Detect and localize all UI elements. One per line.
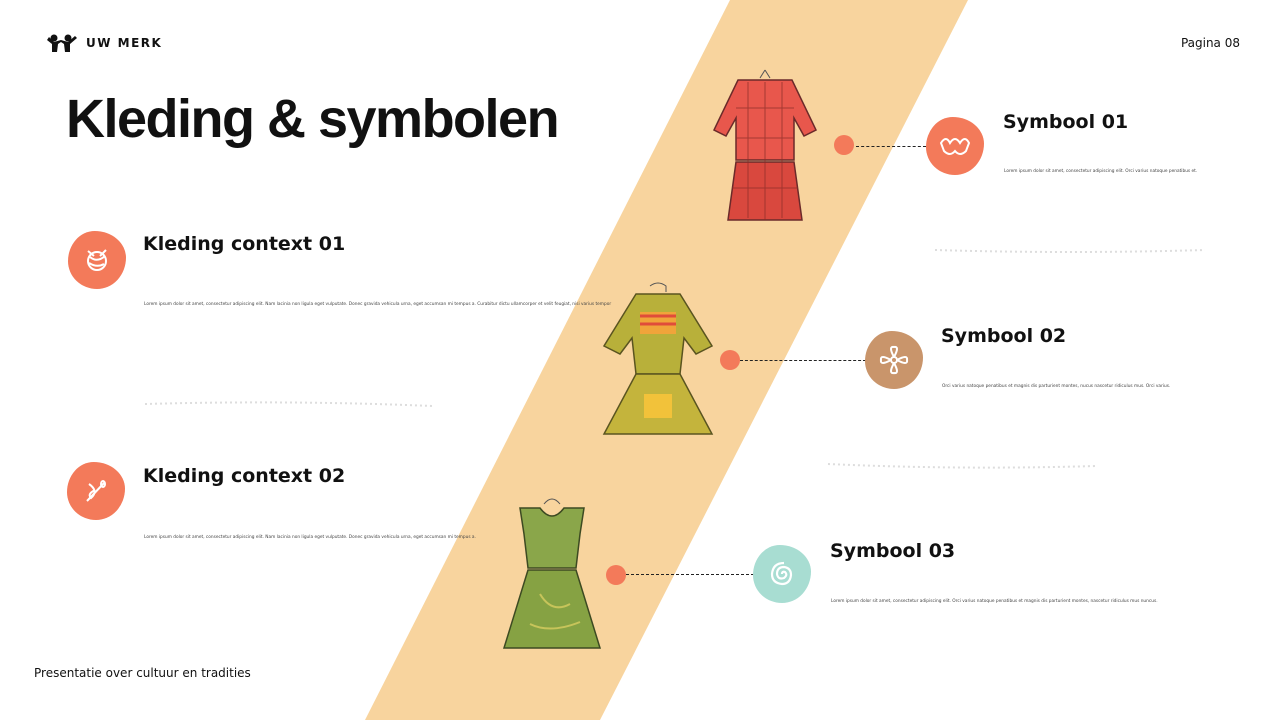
flower-icon	[865, 331, 923, 389]
spiral-icon	[753, 545, 811, 603]
brand-logo: UW MERK	[46, 34, 162, 52]
context-heading: Kleding context 02	[143, 465, 346, 487]
connector-line	[856, 146, 926, 147]
page-number: Pagina 08	[1180, 36, 1240, 50]
needle-thread-icon	[67, 462, 125, 520]
symbol-text: Orci varius natoque penatibus et magnis …	[942, 384, 1171, 389]
green-dress-image	[502, 498, 602, 649]
page-title: Kleding & symbolen	[66, 89, 560, 149]
context-heading: Kleding context 01	[143, 233, 346, 255]
yellow-green-dress-image	[602, 282, 714, 435]
brand-name: UW MERK	[86, 36, 163, 50]
symbol-text: Lorem ipsum dolor sit amet, consectetur …	[1004, 169, 1198, 174]
connector-line	[740, 360, 866, 361]
footer-text: Presentatie over cultuur en tradities	[34, 666, 251, 680]
context-text: Lorem ipsum dolor sit amet, consectetur …	[144, 535, 476, 540]
connector-dot	[720, 350, 740, 370]
symbol-heading: Symbool 01	[1003, 111, 1129, 133]
connector-dot	[606, 565, 626, 585]
connector-dot	[834, 135, 854, 155]
wave-pattern-icon	[926, 117, 984, 175]
context-text: Lorem ipsum dolor sit amet, consectetur …	[144, 302, 612, 307]
yarn-icon	[68, 231, 126, 289]
symbol-heading: Symbool 03	[830, 540, 956, 562]
symbol-text: Lorem ipsum dolor sit amet, consectetur …	[831, 599, 1158, 604]
connector-line	[626, 574, 754, 575]
symbol-heading: Symbool 02	[941, 325, 1067, 347]
people-logo-icon	[47, 34, 77, 52]
red-plaid-dress-image	[713, 69, 817, 221]
